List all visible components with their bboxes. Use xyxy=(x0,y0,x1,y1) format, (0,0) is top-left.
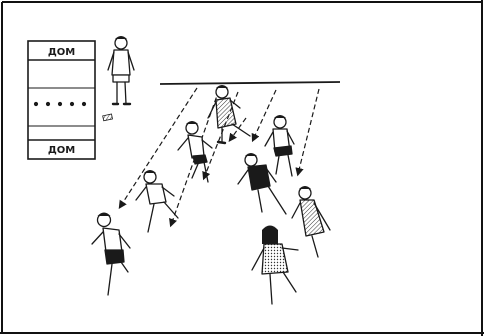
ground-marker xyxy=(103,114,113,121)
child-runner-3 xyxy=(265,115,294,176)
child-leader-standing xyxy=(108,36,134,104)
center-dots xyxy=(34,102,86,106)
child-runner-6 xyxy=(92,213,130,296)
field-diagram: ДОМ ДОМ xyxy=(28,41,95,159)
child-runner-1 xyxy=(208,85,250,143)
child-runner-2 xyxy=(178,121,212,182)
start-line xyxy=(160,82,340,84)
child-runner-4 xyxy=(238,153,286,214)
top-home-label: ДОМ xyxy=(48,47,75,58)
child-runner-7 xyxy=(292,186,330,257)
bottom-home-label: ДОМ xyxy=(48,145,75,156)
arrow-5 xyxy=(298,89,319,174)
field-outline xyxy=(28,41,95,159)
child-runner-8 xyxy=(252,226,298,305)
